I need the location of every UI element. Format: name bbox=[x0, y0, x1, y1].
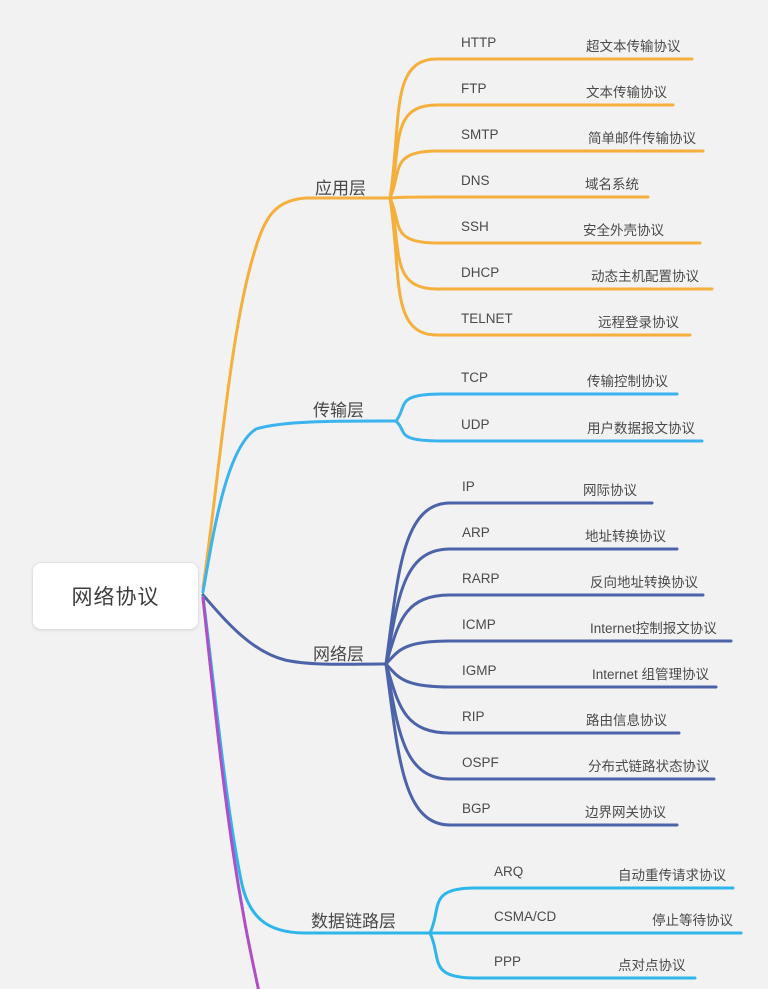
branch-application-layer[interactable]: 应用层 bbox=[315, 179, 366, 198]
leaf-http-desc[interactable]: 超文本传输协议 bbox=[586, 39, 681, 54]
leaf-udp-label[interactable]: UDP bbox=[461, 417, 490, 432]
branch-datalink-layer[interactable]: 数据链路层 bbox=[311, 912, 396, 931]
leaf-ip-label[interactable]: IP bbox=[462, 479, 475, 494]
leaf-tcp-label[interactable]: TCP bbox=[461, 370, 488, 385]
leaf-ppp-label[interactable]: PPP bbox=[494, 954, 522, 969]
leaf-rarp-label[interactable]: RARP bbox=[462, 571, 500, 586]
leaf-arq-desc[interactable]: 自动重传请求协议 bbox=[618, 868, 726, 883]
leaf-dhcp-label[interactable]: DHCP bbox=[461, 265, 500, 280]
leaf-arp-label[interactable]: ARP bbox=[462, 525, 490, 540]
leaf-smtp-label[interactable]: SMTP bbox=[461, 127, 499, 142]
leaf-dns-label[interactable]: DNS bbox=[461, 173, 490, 188]
leaf-rip-desc[interactable]: 路由信息协议 bbox=[586, 713, 667, 728]
leaf-telnet-desc[interactable]: 远程登录协议 bbox=[598, 315, 679, 330]
leaf-ospf-desc[interactable]: 分布式链路状态协议 bbox=[588, 759, 710, 774]
leaf-http-label[interactable]: HTTP bbox=[461, 35, 497, 50]
leaf-csmacd-label[interactable]: CSMA/CD bbox=[494, 909, 557, 924]
leaf-arp-desc[interactable]: 地址转换协议 bbox=[585, 529, 666, 544]
leaf-rarp-desc[interactable]: 反向地址转换协议 bbox=[590, 575, 698, 590]
leaf-igmp-label[interactable]: IGMP bbox=[462, 663, 497, 678]
leaf-ssh-label[interactable]: SSH bbox=[461, 219, 489, 234]
leaf-telnet-label[interactable]: TELNET bbox=[461, 311, 513, 326]
leaf-rip-label[interactable]: RIP bbox=[462, 709, 485, 724]
leaf-ip-desc[interactable]: 网际协议 bbox=[583, 483, 637, 498]
leaf-dns-desc[interactable]: 域名系统 bbox=[585, 177, 639, 192]
root-node-label: 网络协议 bbox=[71, 586, 160, 609]
leaf-ftp-label[interactable]: FTP bbox=[461, 81, 487, 96]
leaf-udp-desc[interactable]: 用户数据报文协议 bbox=[587, 421, 695, 436]
leaf-tcp-desc[interactable]: 传输控制协议 bbox=[587, 374, 668, 389]
leaf-csmacd-desc[interactable]: 停止等待协议 bbox=[652, 913, 733, 928]
branch-network-layer[interactable]: 网络层 bbox=[313, 645, 364, 664]
leaf-dhcp-desc[interactable]: 动态主机配置协议 bbox=[591, 269, 699, 284]
leaf-ftp-desc[interactable]: 文本传输协议 bbox=[586, 85, 667, 100]
leaf-igmp-desc[interactable]: Internet 组管理协议 bbox=[592, 667, 710, 682]
leaf-bgp-label[interactable]: BGP bbox=[462, 801, 491, 816]
root-node[interactable]: 网络协议 bbox=[33, 563, 198, 629]
branch-transport-layer[interactable]: 传输层 bbox=[313, 401, 364, 420]
leaf-smtp-desc[interactable]: 简单邮件传输协议 bbox=[588, 131, 696, 146]
leaf-ospf-label[interactable]: OSPF bbox=[462, 755, 499, 770]
leaf-icmp-desc[interactable]: Internet控制报文协议 bbox=[590, 621, 717, 636]
leaf-icmp-label[interactable]: ICMP bbox=[462, 617, 496, 632]
leaf-ppp-desc[interactable]: 点对点协议 bbox=[618, 958, 686, 973]
leaf-ssh-desc[interactable]: 安全外壳协议 bbox=[583, 223, 664, 238]
leaf-arq-label[interactable]: ARQ bbox=[494, 864, 524, 879]
leaf-bgp-desc[interactable]: 边界网关协议 bbox=[585, 805, 666, 820]
